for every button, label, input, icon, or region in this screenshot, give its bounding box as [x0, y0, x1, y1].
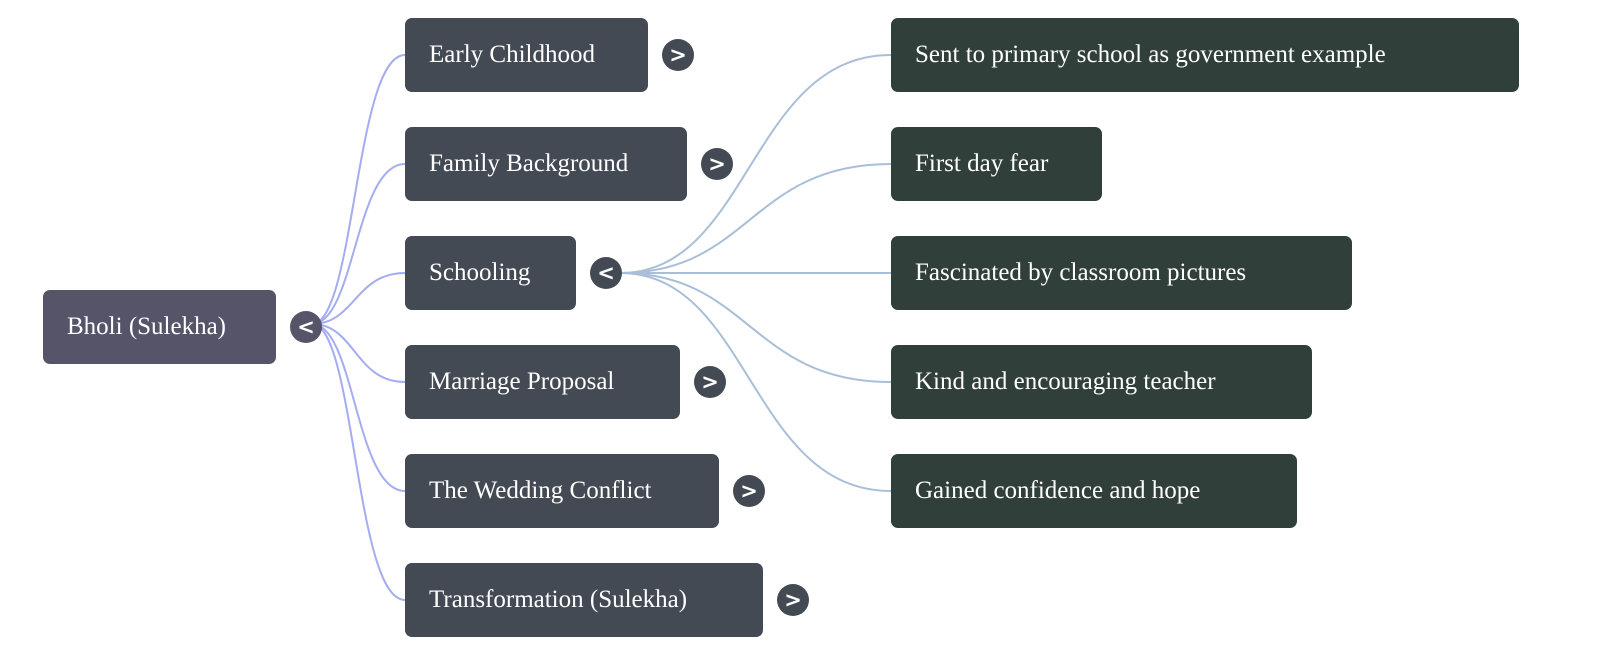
branch-label: Marriage Proposal	[429, 368, 615, 395]
root-collapse-toggle[interactable]: <	[290, 311, 322, 343]
branch-node-family-background[interactable]: Family Background	[405, 127, 687, 201]
branch-node-transformation[interactable]: Transformation (Sulekha)	[405, 563, 763, 637]
branch-label: Transformation (Sulekha)	[429, 586, 688, 613]
branch-node-early-childhood[interactable]: Early Childhood	[405, 18, 648, 92]
branch-label: Early Childhood	[429, 41, 595, 68]
expand-toggle-family-background[interactable]: >	[701, 148, 733, 180]
leaf-label: Sent to primary school as government exa…	[915, 41, 1386, 68]
connector-root-transformation	[311, 323, 406, 601]
leaf-label: Kind and encouraging teacher	[915, 368, 1216, 395]
connector-schooling-child-2	[619, 163, 892, 274]
root-node-label: Bholi (Sulekha)	[67, 313, 227, 340]
connector-root-wedding-conflict	[311, 323, 406, 492]
branch-label: Family Background	[429, 150, 629, 177]
branch-node-schooling[interactable]: Schooling	[405, 236, 576, 310]
branch-label: The Wedding Conflict	[429, 477, 652, 504]
collapse-toggle-schooling[interactable]: <	[590, 257, 622, 289]
expand-toggle-early-childhood[interactable]: >	[662, 39, 694, 71]
leaf-node-kind-teacher[interactable]: Kind and encouraging teacher	[891, 345, 1312, 419]
leaf-label: Gained confidence and hope	[915, 477, 1201, 504]
expand-toggle-transformation[interactable]: >	[777, 584, 809, 616]
branch-node-wedding-conflict[interactable]: The Wedding Conflict	[405, 454, 719, 528]
branch-label: Schooling	[429, 259, 531, 286]
leaf-node-first-day-fear[interactable]: First day fear	[891, 127, 1102, 201]
branch-node-marriage-proposal[interactable]: Marriage Proposal	[405, 345, 680, 419]
connector-root-family-background	[311, 163, 406, 325]
connector-schooling-child-1	[619, 54, 892, 274]
connector-root-schooling	[311, 272, 406, 325]
connector-schooling-child-5	[619, 272, 892, 492]
connector-root-early-childhood	[311, 54, 406, 325]
connector-schooling-child-4	[619, 272, 892, 383]
expand-toggle-wedding-conflict[interactable]: >	[733, 475, 765, 507]
expand-toggle-marriage-proposal[interactable]: >	[694, 366, 726, 398]
leaf-label: Fascinated by classroom pictures	[915, 259, 1247, 286]
leaf-node-confidence-hope[interactable]: Gained confidence and hope	[891, 454, 1297, 528]
leaf-label: First day fear	[915, 150, 1049, 177]
connector-root-marriage-proposal	[311, 323, 406, 383]
leaf-node-primary-school[interactable]: Sent to primary school as government exa…	[891, 18, 1519, 92]
leaf-node-classroom-pictures[interactable]: Fascinated by classroom pictures	[891, 236, 1352, 310]
root-node[interactable]: Bholi (Sulekha)	[43, 290, 276, 364]
